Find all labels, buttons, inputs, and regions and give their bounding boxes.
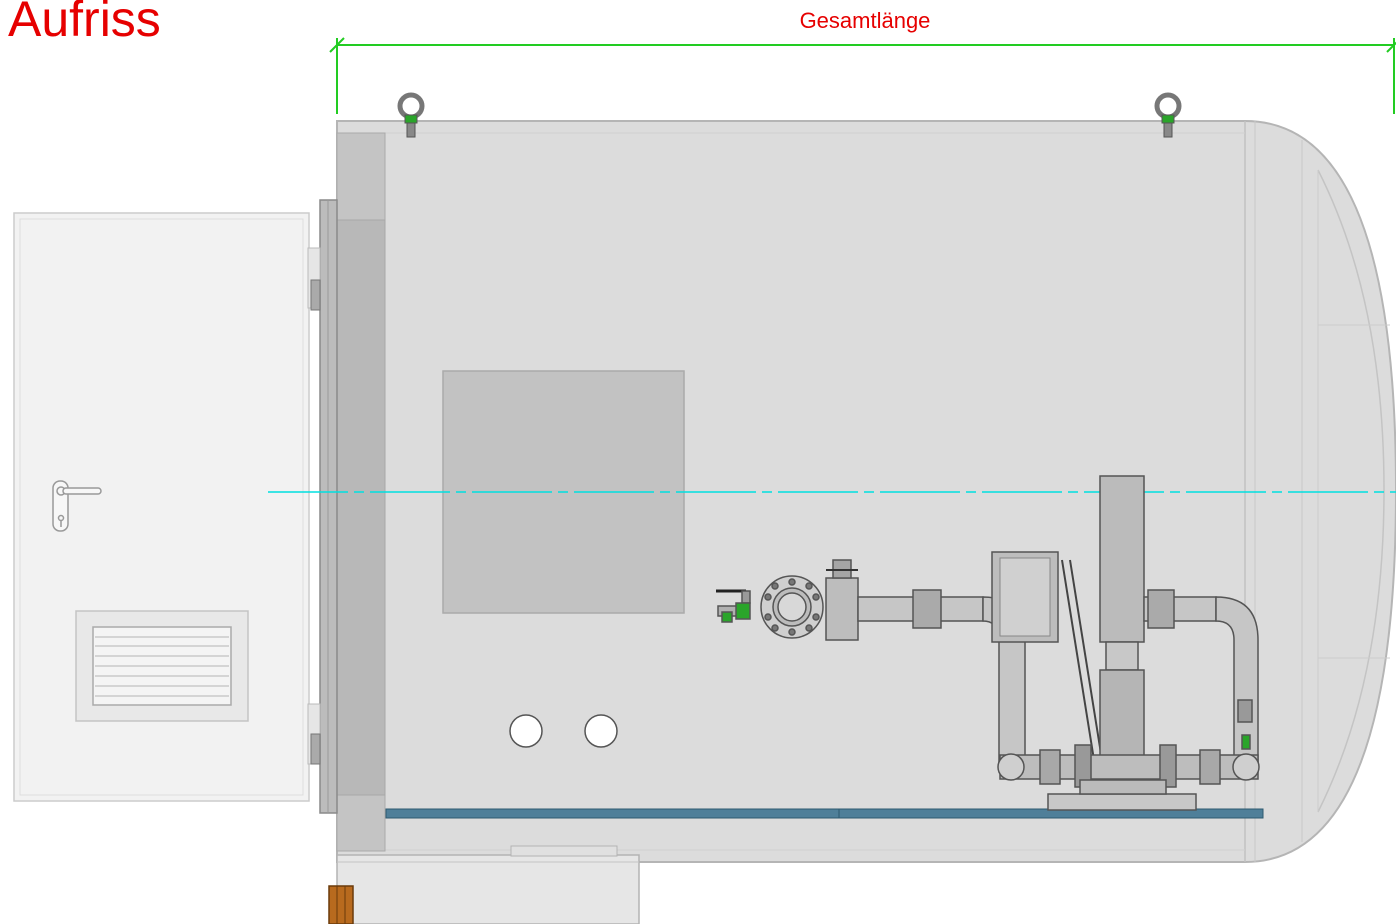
door-handle-icon [52,480,102,532]
wall-opening [584,714,618,748]
dimension-line [329,37,1396,114]
wall-opening [509,714,543,748]
drawing-title: Aufriss [8,0,161,47]
base-frame [385,808,1264,819]
ventilation-grille [75,610,249,722]
dimension-label-total-length: Gesamtlänge [799,8,931,33]
lifting-eye-icon [397,92,425,138]
pipework [716,475,1260,811]
bottom-housing [336,845,640,924]
lifting-eye-icon [1154,92,1182,138]
cable-gland-icon [328,885,354,924]
